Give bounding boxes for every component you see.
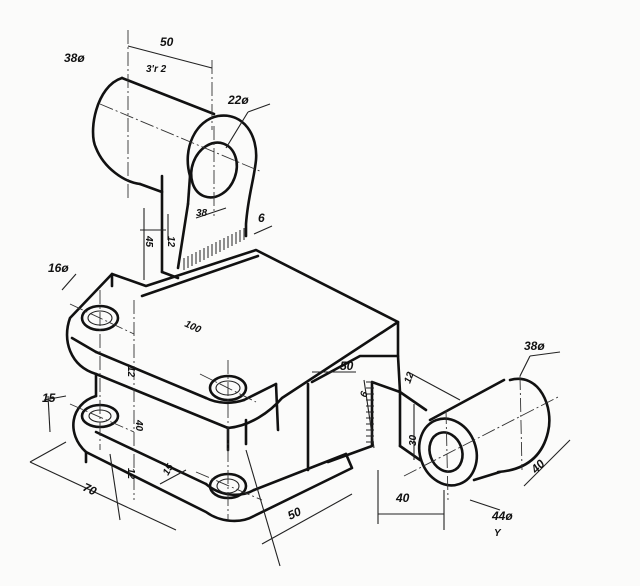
top-dimensions bbox=[127, 45, 273, 280]
label-dia-top-boss: 38ø bbox=[64, 51, 85, 65]
label-dia-hole-right: 44ø bbox=[491, 509, 513, 523]
label-dim-100: 100 bbox=[183, 319, 203, 336]
top-boss-back-arc bbox=[91, 76, 142, 186]
right-boss bbox=[398, 375, 561, 501]
label-dim-12-lug: 12 bbox=[165, 236, 176, 248]
label-dim-50-base: 50 bbox=[285, 504, 303, 522]
label-dim-40-vert: 40 bbox=[133, 419, 144, 432]
label-dim-15-base: 15 bbox=[161, 462, 176, 478]
label-dia-hole-top: 22ø bbox=[227, 93, 249, 107]
label-dim-40-right-len: 40 bbox=[395, 491, 410, 505]
label-dim-70: 70 bbox=[81, 480, 99, 498]
label-note-r: 3'r 2 bbox=[146, 64, 167, 75]
label-dim-30: 30 bbox=[408, 434, 419, 446]
top-flange bbox=[65, 248, 400, 430]
body-dimensions bbox=[29, 273, 356, 567]
label-dia-bolt-hole: 16ø bbox=[48, 261, 69, 275]
label-dim-6-fillet: 6 bbox=[258, 211, 265, 225]
lug-fillet-hatch bbox=[183, 228, 245, 270]
dimension-labels: 38ø 50 3'r 2 22ø 38 12 45 6 16ø 100 12 4… bbox=[42, 35, 548, 539]
label-dim-50-top: 50 bbox=[160, 35, 174, 49]
top-lug-hole bbox=[189, 141, 239, 199]
label-dim-38-lug: 38 bbox=[196, 208, 208, 219]
right-boss-hole bbox=[428, 431, 464, 473]
top-boss bbox=[91, 30, 263, 280]
label-marker-y: Y bbox=[494, 528, 502, 539]
label-dim-12-right: 12 bbox=[402, 370, 416, 385]
main-body bbox=[65, 248, 402, 523]
right-boss-front-face bbox=[417, 417, 479, 487]
base-flange bbox=[72, 394, 354, 523]
label-dim-50-right: 50 bbox=[340, 359, 354, 373]
label-dim-6-right: 6 bbox=[358, 390, 370, 399]
top-lug-outline bbox=[186, 114, 258, 238]
right-dimensions bbox=[363, 351, 571, 530]
label-dim-45: 45 bbox=[143, 235, 154, 248]
right-boss-back-arc bbox=[496, 377, 551, 474]
label-dim-15-angle: 15 bbox=[42, 391, 56, 405]
label-dim-12-base: 12 bbox=[125, 468, 136, 480]
label-dim-12-flange: 12 bbox=[125, 366, 136, 378]
label-dia-right-boss: 38ø bbox=[524, 339, 545, 353]
